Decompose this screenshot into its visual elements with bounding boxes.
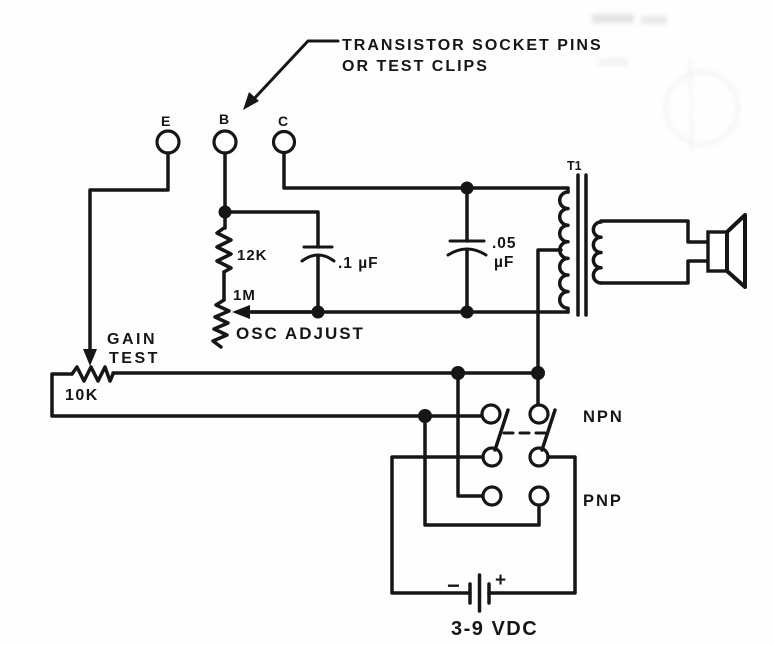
pot-gain-label-line1: GAIN	[107, 331, 157, 348]
speaker	[599, 213, 747, 289]
wire-speaker-bottom	[599, 259, 710, 285]
scan-ghost-circle	[664, 70, 740, 146]
primary-winding	[558, 190, 570, 314]
wire-battery-right	[487, 455, 577, 595]
switch-contact-npn-left	[480, 403, 502, 425]
wire-battery-left	[390, 455, 485, 595]
c2-unit: µF	[494, 254, 514, 271]
wire-emitter-to-gain-wiper	[88, 151, 170, 352]
resistor-12k-value: 12K	[237, 247, 268, 264]
terminal-c-socket	[271, 129, 297, 155]
wire-collector-top-bus	[282, 151, 570, 194]
capacitor-c1: .1 µF	[223, 210, 379, 314]
junction-dot	[460, 181, 474, 195]
switch-contact-pnp-left	[481, 485, 503, 507]
switch-lever-right	[540, 408, 557, 452]
pot-gain: GAIN TEST 10K	[65, 331, 160, 404]
transistor-terminals: E B C	[155, 111, 297, 155]
speaker-cone-icon	[725, 213, 747, 289]
junction-dots	[218, 181, 545, 423]
battery-voltage-label: 3-9 VDC	[451, 618, 538, 640]
transformer-t1: T1	[536, 159, 603, 375]
wire-center-tap	[536, 248, 563, 375]
switch-pole-left	[481, 446, 503, 468]
junction-dot	[451, 366, 465, 380]
battery-circuit: − + 3-9 VDC	[390, 455, 577, 640]
pot-gain-value: 10K	[65, 387, 99, 404]
switch-pnp-label: PNP	[583, 492, 623, 510]
scan-ghost-line	[688, 59, 694, 151]
c2-value: .05	[492, 235, 517, 252]
scan-artifacts	[592, 14, 740, 151]
switch-contact-pnp-right	[528, 485, 550, 507]
terminal-b-socket	[212, 129, 238, 155]
junction-dot	[218, 205, 232, 219]
callout-text-line1: TRANSISTOR SOCKET PINS	[342, 37, 603, 54]
switch-lever-left	[493, 408, 510, 452]
transformer-core	[576, 173, 588, 317]
polarity-switch: NPN PNP	[480, 403, 624, 510]
transformer-label: T1	[567, 159, 582, 173]
terminal-e-socket	[155, 129, 181, 155]
speaker-driver-icon	[706, 230, 729, 273]
pot-gain-symbol	[70, 365, 115, 383]
switch-contact-npn-right	[528, 403, 550, 425]
terminal-b-label: B	[219, 111, 229, 127]
callout-arrowhead-icon	[243, 92, 259, 110]
battery-minus-sign: −	[447, 573, 460, 598]
callout-text-line2: OR TEST CLIPS	[342, 58, 489, 75]
junction-dot	[311, 305, 325, 319]
capacitor-c2: .05 µF	[446, 186, 517, 314]
resistor-12k-symbol	[215, 226, 233, 274]
secondary-winding	[591, 220, 603, 285]
callout-arrow-line	[250, 39, 340, 103]
c1-value: .1 µF	[338, 255, 379, 272]
terminal-c-label: C	[278, 113, 288, 129]
socket-pins-callout: TRANSISTOR SOCKET PINS OR TEST CLIPS	[243, 37, 603, 110]
wire-speaker-top	[599, 219, 710, 244]
wire-c1-top	[223, 210, 320, 249]
osc-wiper-arrow-icon	[232, 305, 250, 319]
terminal-e-label: E	[161, 113, 170, 129]
junction-dot	[531, 366, 545, 380]
pot-osc-label: OSC ADJUST	[236, 324, 365, 343]
pot-osc-value: 1M	[233, 287, 256, 304]
wire-to-pnp-right	[423, 414, 541, 527]
switch-npn-label: NPN	[583, 408, 624, 426]
wire-b-gain-row	[50, 372, 484, 418]
battery-plus-sign: +	[495, 570, 506, 591]
junction-dot	[418, 409, 432, 423]
scan-smudge	[641, 16, 667, 24]
pot-gain-label-line2: TEST	[109, 350, 160, 367]
pot-osc-symbol	[211, 298, 231, 349]
scan-smudge	[592, 14, 634, 23]
battery-symbol	[468, 573, 491, 613]
wire-to-pnp-left	[456, 371, 485, 498]
junction-dot	[460, 305, 474, 319]
gain-wiper-arrow-icon	[83, 349, 97, 366]
switch-pole-right	[528, 446, 550, 468]
scan-smudge	[598, 58, 628, 66]
